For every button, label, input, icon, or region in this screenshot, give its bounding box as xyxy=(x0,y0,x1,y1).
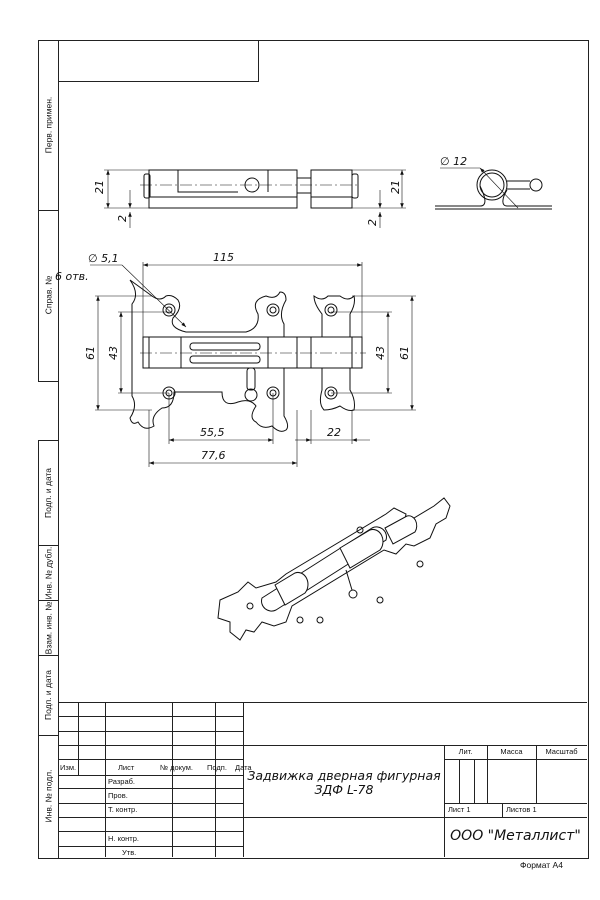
sheet-format: Формат А4 xyxy=(520,860,563,870)
dim-height-right-outer: 61 xyxy=(398,346,411,360)
dim-hole-spacing: 55,5 xyxy=(200,426,225,439)
title-block xyxy=(58,702,587,858)
top-left-stamp-box xyxy=(58,40,259,82)
side-label-orig-inv: Инв. № подл. xyxy=(43,769,54,823)
technical-drawing: 21 2 21 2 ∅ 12 ∅ 5,1 6 отв. 115 61 43 43… xyxy=(55,155,552,641)
role-approved: Утв. xyxy=(122,848,137,857)
dim-top-height-left: 21 xyxy=(93,180,106,194)
dim-height-left-inner: 43 xyxy=(107,346,120,360)
role-tech-control: Т. контр. xyxy=(108,805,138,814)
col-header-sign: Подп. xyxy=(207,763,227,772)
drawing-frame xyxy=(58,40,589,859)
document-code: ЗДФ L-78 xyxy=(314,782,374,797)
dim-height-right-inner: 43 xyxy=(374,346,387,360)
dim-top-height-right: 21 xyxy=(389,180,402,194)
col-header-doc: № докум. xyxy=(160,763,193,772)
sheet-number: Лист 1 xyxy=(448,805,471,814)
sheet-count: Листов 1 xyxy=(506,805,537,814)
role-checker: Пров. xyxy=(108,791,128,800)
mass-header: Масса xyxy=(500,747,523,756)
dim-top-thickness-left: 2 xyxy=(116,215,129,222)
top-view xyxy=(140,169,360,209)
dim-hole-count: 6 отв. xyxy=(55,270,89,283)
col-header-list: Лист xyxy=(118,763,135,772)
front-view xyxy=(129,279,366,432)
role-developer: Разраб. xyxy=(108,777,136,786)
dim-top-thickness-right: 2 xyxy=(366,219,379,226)
document-title: Задвижка дверная фигурная xyxy=(247,768,441,783)
scale-header: Масштаб xyxy=(545,747,578,756)
lit-header: Лит. xyxy=(458,747,473,756)
dim-right-hole-offset: 22 xyxy=(327,426,341,439)
dim-side-diameter: ∅ 12 xyxy=(440,155,467,168)
dim-overall-length: 115 xyxy=(213,251,234,264)
top-view-dimensions xyxy=(104,169,406,228)
role-norm-control: Н. контр. xyxy=(108,834,139,843)
side-view xyxy=(435,167,552,210)
front-view-dimensions xyxy=(90,262,416,467)
dim-hole-diameter: ∅ 5,1 xyxy=(88,252,119,265)
isometric-view xyxy=(217,497,451,641)
col-header-izm: Изм. xyxy=(60,763,77,772)
dim-height-left-outer: 61 xyxy=(84,346,97,360)
col-header-date: Дата xyxy=(235,763,252,772)
company-name: ООО "Металлист" xyxy=(450,828,581,844)
dim-plate-length: 77,6 xyxy=(201,449,226,462)
side-column-lower xyxy=(38,440,59,859)
